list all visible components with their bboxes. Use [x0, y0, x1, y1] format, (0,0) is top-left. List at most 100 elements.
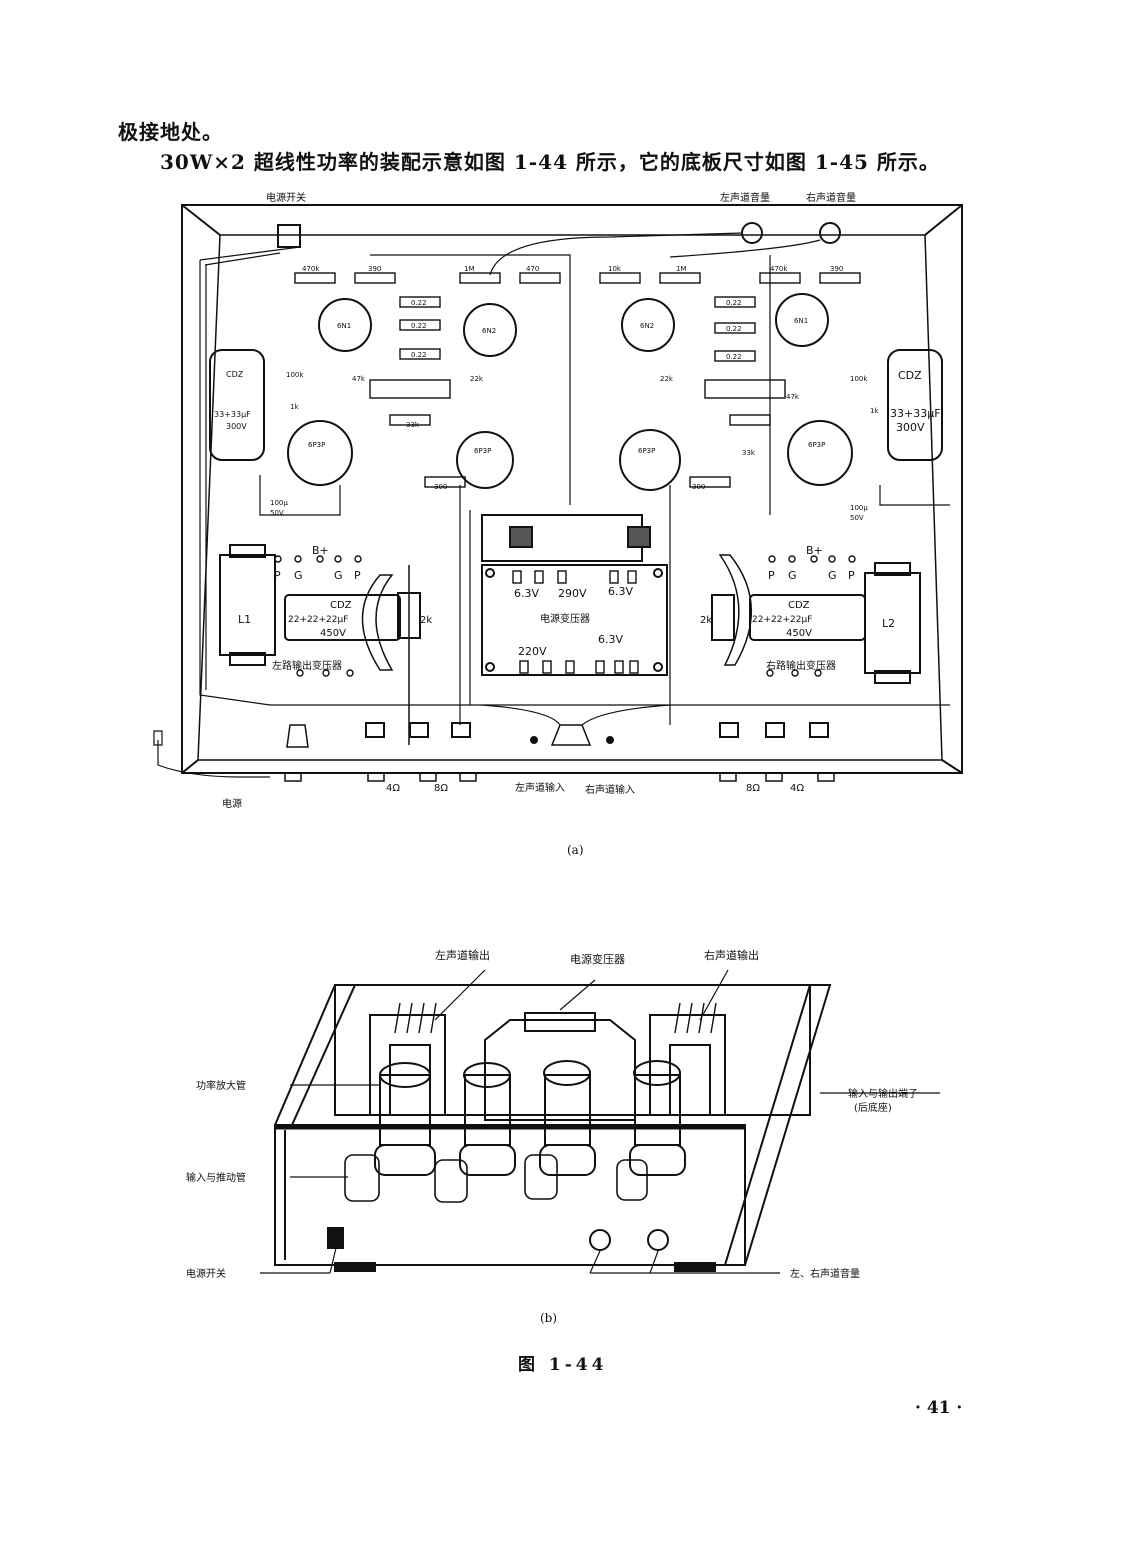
chassis-top-back	[334, 984, 811, 1116]
label-right-output: 右声道输出	[704, 948, 759, 962]
label-r1k-left: 1k	[290, 403, 299, 411]
label-right-4ohm: 4Ω	[790, 783, 804, 794]
label-r390-left: 390	[368, 265, 381, 273]
label-r300-right: 300	[692, 483, 705, 491]
label-term-p-4: P	[848, 569, 855, 582]
label-right-8ohm: 8Ω	[746, 783, 760, 794]
left-6p3p-socket-2	[456, 431, 514, 489]
label-r390-right: 390	[830, 265, 843, 273]
label-r22k-left: 22k	[470, 375, 484, 383]
label-c022-r2: 0.22	[726, 325, 742, 333]
label-power-switch: 电源开关	[266, 191, 306, 204]
label-right-output-transformer: 右路输出变压器	[766, 659, 836, 672]
label-volume: 左、右声道音量	[790, 1267, 860, 1280]
label-left-small-cap-v: 300V	[226, 422, 247, 431]
label-left-small-cdz: CDZ	[226, 370, 244, 379]
left-6p3p-socket-1	[287, 420, 353, 486]
label-left-input: 左声道输入	[515, 781, 565, 794]
label-power-transformer-b: 电源变压器	[570, 952, 625, 966]
label-term-g-3: G	[788, 569, 797, 582]
left-6n2-socket	[463, 303, 517, 357]
label-power-tube: 功率放大管	[196, 1079, 246, 1092]
label-left-small-cap: 33+33μF	[214, 410, 251, 419]
label-right-6n1: 6N1	[794, 317, 808, 325]
label-r470k-left: 470k	[302, 265, 320, 273]
label-r100k-right: 100k	[850, 375, 868, 383]
label-r470-left: 470	[526, 265, 539, 273]
label-right-50v: 50V	[850, 514, 864, 522]
label-c022-l1: 0.22	[411, 299, 427, 307]
label-r22k-right: 22k	[660, 375, 674, 383]
figure-b-chassis-perspective: 左声道输出 电源变压器 右声道输出 功率放大管 输入与推动管 电源开关 输入与输…	[186, 948, 940, 1280]
label-term-b-1: B+	[312, 544, 329, 557]
label-r300-left: 300	[434, 483, 447, 491]
label-right-cap-voltage: 450V	[786, 628, 812, 639]
label-left-6p3p-1: 6P3P	[308, 441, 325, 449]
label-r470k-right: 470k	[770, 265, 788, 273]
label-right-small-cap-v: 300V	[896, 421, 925, 434]
right-6p3p-socket-2	[787, 420, 853, 486]
label-left-8ohm: 8Ω	[434, 783, 448, 794]
label-left-cap-voltage: 450V	[320, 628, 346, 639]
right-volume-knob	[647, 1229, 669, 1251]
left-big-capacitor	[284, 594, 401, 641]
label-io-terminals: 输入与输出端子	[848, 1087, 918, 1100]
label-left-cdz: CDZ	[330, 600, 352, 611]
left-choke-l1	[219, 554, 276, 656]
chassis-outer	[181, 204, 963, 774]
label-2k-left: 2k	[420, 615, 432, 626]
label-rear-plate: (后底座)	[854, 1101, 892, 1114]
label-right-100u: 100μ	[850, 504, 868, 512]
label-6v3-a: 6.3V	[514, 587, 539, 600]
body-text-line-2: 30W×2 超线性功率的装配示意如图 1-44 所示，它的底板尺寸如图 1-45…	[160, 150, 940, 174]
label-c022-l2: 0.22	[411, 322, 427, 330]
front-power-switch	[327, 1227, 344, 1249]
label-term-g-2: G	[334, 569, 343, 582]
page-number: · 41 ·	[915, 1398, 963, 1418]
chassis-left-side	[273, 984, 357, 1126]
right-6p3p-socket-1	[619, 429, 681, 491]
power-tubes	[374, 1060, 686, 1176]
label-left-6n1: 6N1	[337, 322, 351, 330]
label-r33k-right: 33k	[742, 449, 756, 457]
label-term-p-2: P	[354, 569, 361, 582]
label-6v3-b: 6.3V	[608, 585, 633, 598]
figure-a-wiring-diagram: 电源开关 左声道音量 右声道音量 电源 左声道输入 右声道输入 电源变压器 左路…	[153, 191, 963, 810]
figure-b-caption: (b)	[540, 1311, 558, 1325]
label-r1m-right: 1M	[676, 265, 687, 273]
label-right-volume: 右声道音量	[806, 191, 856, 204]
left-output-transformer-bracket	[361, 574, 394, 671]
label-left-output-transformer: 左路输出变压器	[272, 659, 342, 672]
right-6n1-socket	[775, 293, 829, 347]
power-transformer-body	[481, 564, 668, 676]
centre-terminal-strip	[481, 514, 643, 562]
right-big-capacitor	[749, 594, 866, 641]
label-right-cdz: CDZ	[788, 600, 810, 611]
label-left-4ohm: 4Ω	[386, 783, 400, 794]
label-right-6p3p-2: 6P3P	[808, 441, 825, 449]
input-driver-tubes	[344, 1154, 648, 1203]
label-r10k-right: 10k	[608, 265, 622, 273]
left-volume-pot	[741, 222, 763, 244]
input-socket	[550, 724, 592, 746]
label-term-p-3: P	[768, 569, 775, 582]
label-c022-r1: 0.22	[726, 299, 742, 307]
figure-title: 图 1-44	[518, 1355, 608, 1375]
label-6v3-c: 6.3V	[598, 633, 623, 646]
label-right-input: 右声道输入	[585, 783, 635, 796]
right-filter-cap-33uf	[887, 349, 943, 461]
label-left-6p3p-2: 6P3P	[474, 447, 491, 455]
body-text-line-1: 极接地处。	[118, 120, 223, 144]
label-left-cap-value: 22+22+22μF	[288, 615, 348, 625]
label-220v: 220V	[518, 645, 547, 658]
label-left-100u: 100μ	[270, 499, 288, 507]
label-power-transformer: 电源变压器	[540, 612, 590, 625]
label-r100k-left: 100k	[286, 371, 304, 379]
label-l2: L2	[882, 617, 895, 630]
right-volume-pot	[819, 222, 841, 244]
label-right-small-cap: 33+33μF	[890, 407, 941, 420]
left-filter-cap-33uf	[209, 349, 265, 461]
label-input-driver: 输入与推动管	[186, 1171, 246, 1184]
right-6n2-socket	[621, 298, 675, 352]
label-right-6n2: 6N2	[640, 322, 654, 330]
